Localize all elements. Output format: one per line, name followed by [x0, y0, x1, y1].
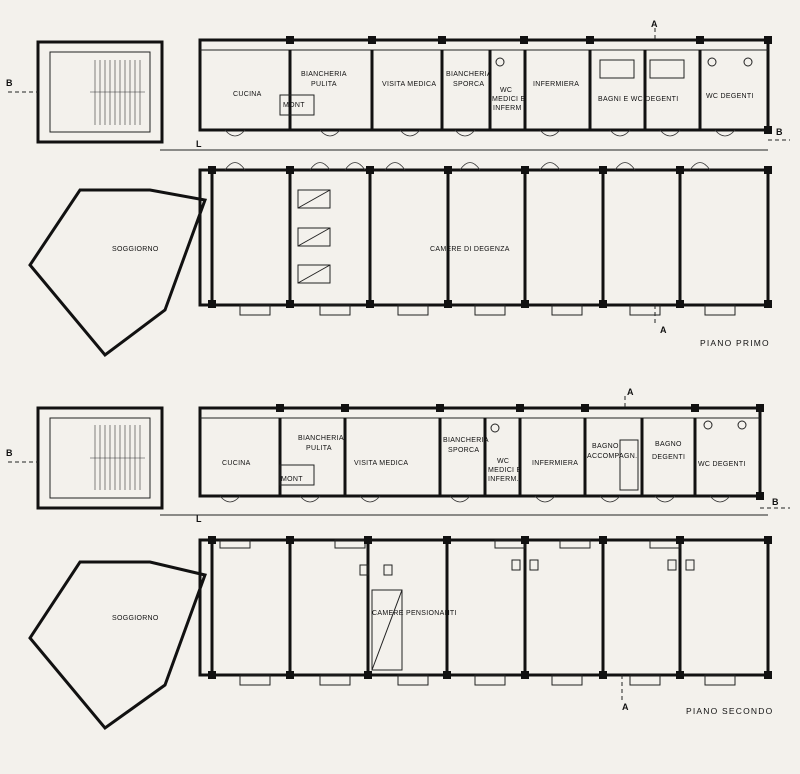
section-mark-b-right: B: [776, 127, 783, 137]
room-mont-2: MONT: [281, 476, 303, 483]
room-wc-medici-2c: INFERM.: [488, 476, 519, 483]
plan-second-floor: A A B B L CUCINA MONT BIANCHERIA PULITA …: [6, 387, 790, 731]
ward-wing-outline-2: [198, 538, 770, 677]
plan-first-floor: A A B B L CUCINA MONT BIANCHERIA PULITA …: [6, 19, 790, 358]
room-camere-pensionanti: CAMERE PENSIONANTI: [372, 610, 457, 617]
section-mark-b-right-2: B: [772, 497, 779, 507]
room-wc-medici-2b: MEDICI E: [488, 467, 522, 474]
room-infermiera: INFERMIERA: [533, 81, 579, 88]
room-wc-medici-2a: WC: [497, 458, 509, 465]
room-wc-medici-2: MEDICI E: [492, 96, 526, 103]
soggiorno-hexagon: [28, 188, 208, 358]
room-biancheria-pulita-2b: PULITA: [306, 445, 332, 452]
room-visita-medica: VISITA MEDICA: [382, 81, 436, 88]
room-biancheria-sporca-1: BIANCHERIA: [446, 71, 492, 78]
room-visita-medica-2: VISITA MEDICA: [354, 460, 408, 467]
room-cucina: CUCINA: [233, 91, 262, 98]
room-wc-medici-3: INFERM: [493, 105, 522, 112]
beds: [297, 189, 331, 284]
room-bagni-wc-degenti: BAGNI E WC DEGENTI: [598, 96, 678, 103]
floor-title-primo: PIANO PRIMO: [700, 338, 770, 348]
section-mark-a-bottom: A: [660, 325, 667, 335]
room-soggiorno: SOGGIORNO: [112, 246, 159, 253]
room-biancheria-pulita-2a: BIANCHERIA: [298, 435, 344, 442]
room-mont: MONT: [283, 102, 305, 109]
section-mark-a-top: A: [651, 19, 658, 29]
room-infermiera-2: INFERMIERA: [532, 460, 578, 467]
room-biancheria-sporca-2a: BIANCHERIA: [443, 437, 489, 444]
ward-wing-outline: [198, 168, 770, 307]
section-mark-b-left: B: [6, 78, 13, 88]
room-bagno-degenti-b: DEGENTI: [652, 454, 685, 461]
service-wing-outline: [198, 38, 770, 132]
stair-block-2: [36, 406, 164, 510]
stair-treads: [90, 60, 145, 125]
service-wing-outline-2: [198, 406, 762, 498]
room-soggiorno-2: SOGGIORNO: [112, 615, 159, 622]
room-bagno-degenti-a: BAGNO: [655, 441, 682, 448]
section-mark-b-left-2: B: [6, 448, 13, 458]
room-wc-degenti-2: WC DEGENTI: [698, 461, 746, 468]
room-biancheria-pulita-1: BIANCHERIA: [301, 71, 347, 78]
section-mark-l: L: [196, 139, 202, 149]
room-bagno-accompagn-a: BAGNO: [592, 443, 619, 450]
soggiorno-hexagon-2: [28, 560, 207, 731]
room-cucina-2: CUCINA: [222, 460, 251, 467]
room-biancheria-pulita-2: PULITA: [311, 81, 337, 88]
room-camere-degenza: CAMERE DI DEGENZA: [430, 246, 510, 253]
room-biancheria-sporca-2b: SPORCA: [448, 447, 479, 454]
room-wc-degenti: WC DEGENTI: [706, 93, 754, 100]
room-biancheria-sporca-2: SPORCA: [453, 81, 484, 88]
section-mark-a-bottom-2: A: [622, 702, 629, 712]
room-bagno-accompagn-b: ACCOMPAGN.: [587, 453, 637, 460]
section-mark-l-2: L: [196, 514, 202, 524]
floor-title-secondo: PIANO SECONDO: [686, 706, 773, 716]
room-wc-medici-1: WC: [500, 87, 512, 94]
section-mark-a-top-2: A: [627, 387, 634, 397]
